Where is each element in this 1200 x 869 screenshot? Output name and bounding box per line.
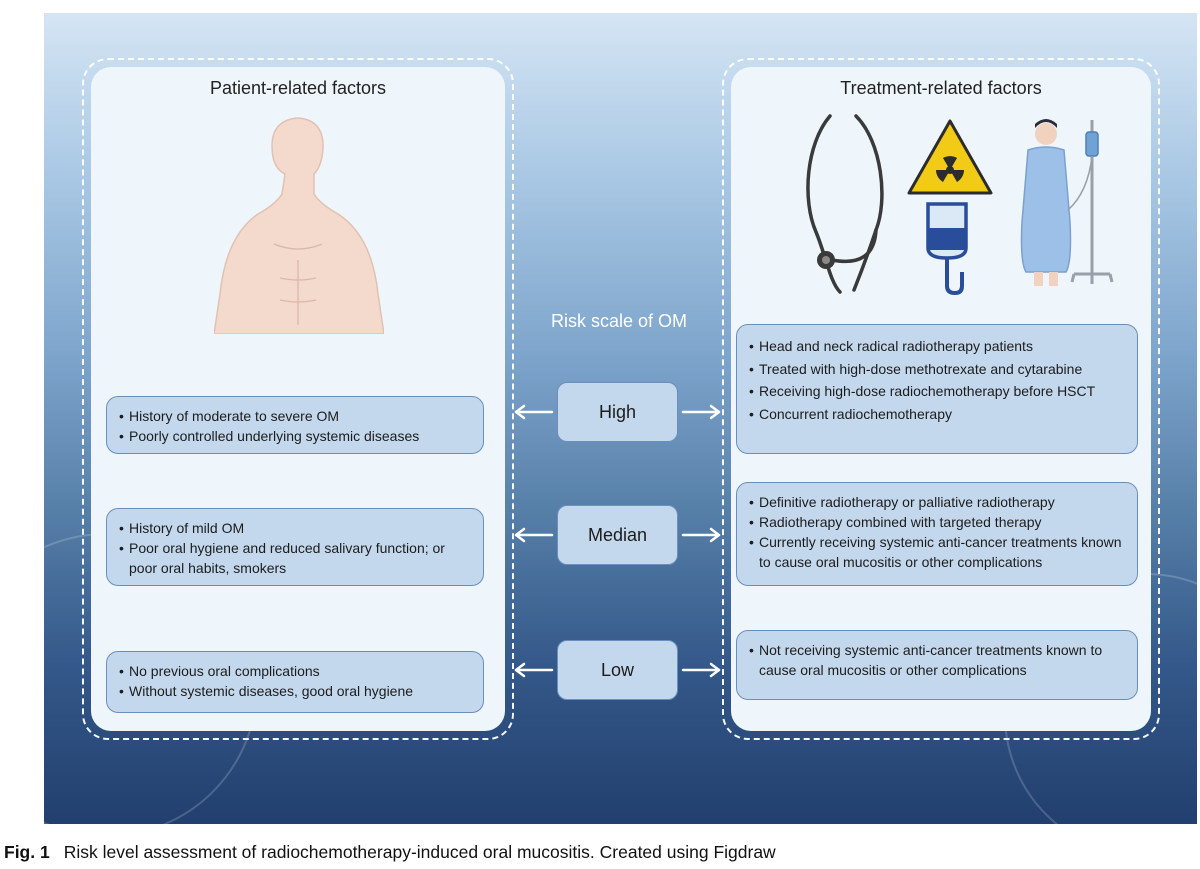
radiation-warning-icon (907, 119, 993, 195)
risk-level-high: High (557, 382, 678, 442)
treatment-factors-panel: Treatment-related factors (722, 58, 1160, 740)
left-arrow-icon (514, 662, 554, 678)
risk-scale-label: Risk scale of OM (550, 311, 688, 331)
treatment-factors-title: Treatment-related factors (840, 78, 1042, 98)
factor-item: Not receiving systemic anti-cancer treat… (749, 640, 1125, 680)
factor-item: Currently receiving systemic anti-cancer… (749, 532, 1125, 572)
patient-factors-high: History of moderate to severe OM Poorly … (106, 396, 484, 454)
treatment-factors-median: Definitive radiotherapy or palliative ra… (736, 482, 1138, 586)
stethoscope-icon (806, 114, 884, 294)
human-body-icon (214, 117, 384, 334)
right-arrow-icon (681, 404, 721, 420)
factor-item: No previous oral complications (119, 661, 471, 681)
factor-item: Definitive radiotherapy or palliative ra… (749, 492, 1125, 512)
iv-bag-icon (926, 202, 968, 296)
factor-item: Receiving high-dose radiochemotherapy be… (749, 380, 1125, 403)
patient-factors-median: History of mild OM Poor oral hygiene and… (106, 508, 484, 586)
treatment-factors-low: Not receiving systemic anti-cancer treat… (736, 630, 1138, 700)
factor-item: Treated with high-dose methotrexate and … (749, 358, 1125, 381)
left-arrow-icon (514, 404, 554, 420)
figure-caption-text: Risk level assessment of radiochemothera… (63, 842, 776, 862)
factor-item: History of mild OM (119, 518, 471, 538)
risk-level-low: Low (557, 640, 678, 700)
factor-item: Poorly controlled underlying systemic di… (119, 426, 471, 446)
figure-caption: Fig. 1 Risk level assessment of radiochem… (4, 842, 776, 863)
figure-canvas: Patient-related factors History of moder… (44, 13, 1197, 824)
left-arrow-icon (514, 527, 554, 543)
treatment-factors-high: Head and neck radical radiotherapy patie… (736, 324, 1138, 454)
factor-item: Head and neck radical radiotherapy patie… (749, 335, 1125, 358)
risk-level-median: Median (557, 505, 678, 565)
factor-item: Without systemic diseases, good oral hyg… (119, 681, 471, 701)
factor-item: History of moderate to severe OM (119, 406, 471, 426)
patient-factors-title: Patient-related factors (209, 78, 387, 98)
right-arrow-icon (681, 527, 721, 543)
factor-item: Radiotherapy combined with targeted ther… (749, 512, 1125, 532)
right-arrow-icon (681, 662, 721, 678)
factor-item: Poor oral hygiene and reduced salivary f… (119, 538, 471, 578)
patient-factors-panel: Patient-related factors History of moder… (82, 58, 514, 740)
figure-caption-label: Fig. 1 (4, 842, 50, 862)
patient-factors-low: No previous oral complications Without s… (106, 651, 484, 713)
factor-item: Concurrent radiochemotherapy (749, 403, 1125, 426)
patient-with-iv-stand-icon (1020, 119, 1114, 286)
